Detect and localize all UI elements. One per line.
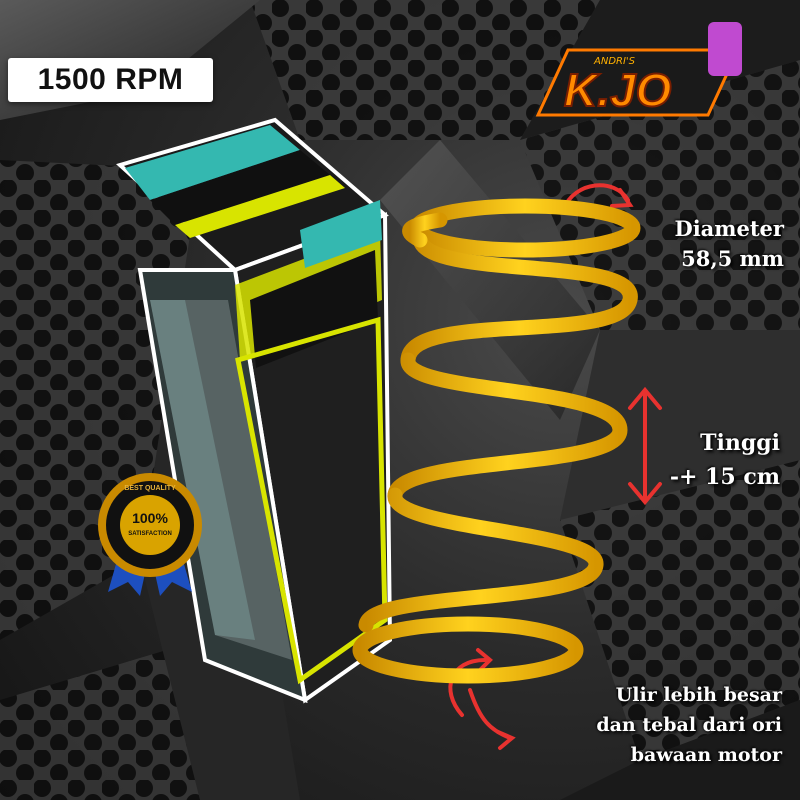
- seal-percent: 100%: [132, 510, 168, 526]
- product-box: [116, 117, 393, 704]
- caption-height-label: Tinggi: [700, 430, 780, 456]
- caption-thread-line2: dan tebal dari ori: [596, 714, 782, 736]
- double-arrow-icon: [628, 386, 662, 506]
- caption-height-value: -+ 15 cm: [669, 464, 780, 490]
- brand-main-text: K.JO: [564, 64, 672, 116]
- curved-arrow-icon: [448, 648, 516, 750]
- caption-diameter: Diameter 58,5 mm: [674, 214, 784, 274]
- caption-thread: Ulir lebih besar dan tebal dari ori bawa…: [596, 680, 782, 770]
- coil-spring: [352, 198, 641, 684]
- rpm-badge: 1500 RPM: [8, 58, 213, 102]
- seal-satisfaction: SATISFACTION: [128, 531, 172, 537]
- caption-thread-line1: Ulir lebih besar: [615, 684, 782, 706]
- caption-height: Tinggi -+ 15 cm: [670, 426, 780, 494]
- brand-small-text: ANDRI'S: [593, 56, 636, 67]
- caption-diameter-label: Diameter: [674, 216, 784, 241]
- rpm-label: 1500 RPM: [37, 63, 184, 96]
- quality-seal-icon: 100% SATISFACTION BEST QUALITY: [98, 473, 202, 596]
- caption-thread-line3: bawaan motor: [630, 744, 782, 766]
- caption-diameter-value: 58,5 mm: [681, 246, 784, 271]
- seal-ring-text: BEST QUALITY: [124, 485, 176, 492]
- brand-logo: ANDRI'S K.JO: [535, 22, 742, 117]
